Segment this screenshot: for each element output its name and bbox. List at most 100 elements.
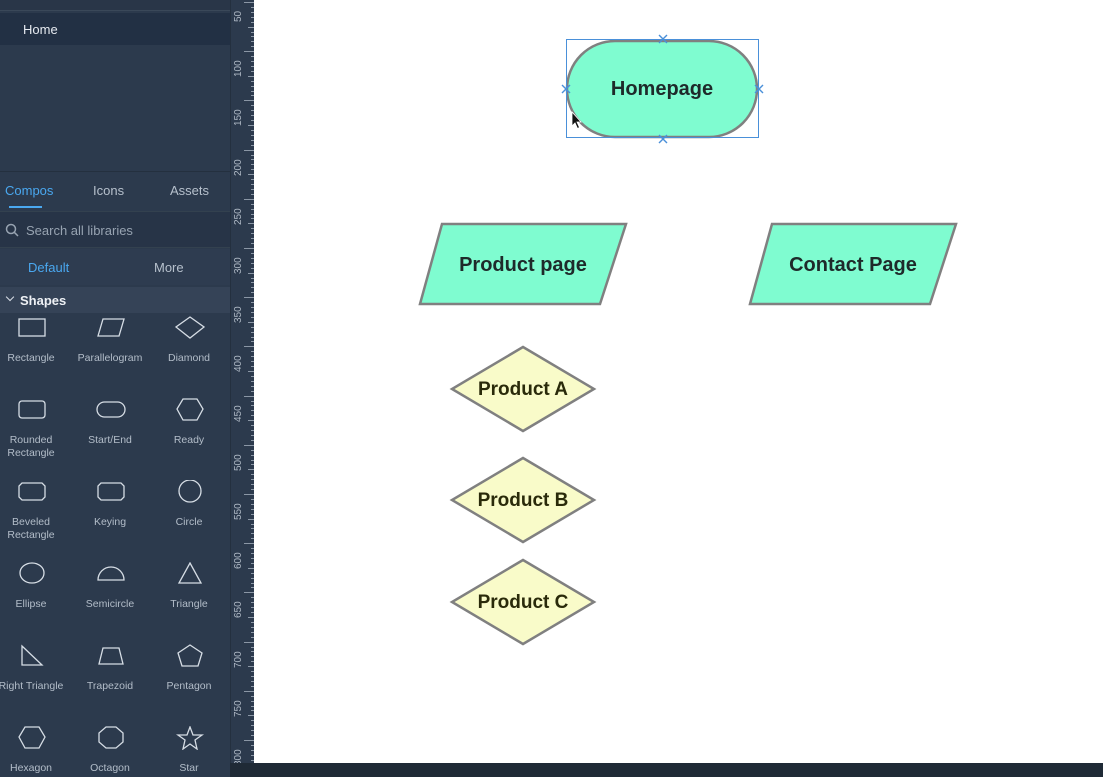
shape-semicircle[interactable]: Semicircle (72, 562, 148, 640)
tab-compos[interactable]: Compos (5, 183, 54, 198)
ruler-tick (251, 41, 254, 42)
product-c-node-label: Product C (477, 592, 569, 613)
ruler-tick (251, 504, 254, 505)
ruler-tick (248, 371, 254, 372)
library-search (0, 211, 230, 248)
ruler-label: 750 (233, 700, 244, 717)
page-item-home[interactable]: Home (0, 13, 230, 45)
shape-triangle[interactable]: Triangle (151, 562, 227, 640)
shape-octagon[interactable]: Octagon (72, 726, 148, 777)
shape-label: Trapezoid (86, 680, 134, 692)
ruler-tick (251, 735, 254, 736)
product-b-node-shape[interactable] (449, 456, 597, 544)
ruler-tick (251, 155, 254, 156)
tab-more[interactable]: More (154, 260, 184, 275)
ruler-tick (251, 440, 254, 441)
shape-label: Diamond (167, 352, 211, 364)
ruler-tick (251, 95, 254, 96)
ruler-tick (251, 455, 254, 456)
shape-parallelogram[interactable]: Parallelogram (72, 316, 148, 394)
shape-beveled-rectangle[interactable]: Beveled Rectangle (0, 480, 69, 558)
ruler-tick (244, 592, 254, 593)
ruler-label: 650 (233, 601, 244, 618)
ruler-tick (251, 164, 254, 165)
ruler-tick (251, 66, 254, 67)
ruler-tick (251, 701, 254, 702)
ruler-label: 800 (233, 749, 244, 763)
ruler-tick (251, 356, 254, 357)
ruler-tick (244, 51, 254, 52)
shape-label: Octagon (90, 762, 130, 774)
status-bar (230, 763, 1103, 777)
shape-pentagon[interactable]: Pentagon (151, 644, 227, 722)
shape-star[interactable]: Star (151, 726, 227, 777)
hexagon-icon (18, 726, 46, 749)
shape-start-end[interactable]: Start/End (72, 398, 148, 476)
active-tab-indicator (9, 206, 42, 208)
tab-assets[interactable]: Assets (170, 183, 210, 198)
search-input[interactable] (26, 220, 221, 240)
search-icon (5, 223, 19, 237)
diagram-canvas[interactable]: Homepage Product page Contact Page Produ… (254, 0, 1103, 763)
ruler-tick (251, 415, 254, 416)
shape-label: Ready (173, 434, 205, 446)
shape-trapezoid[interactable]: Trapezoid (72, 644, 148, 722)
shape-keying[interactable]: Keying (72, 480, 148, 558)
ruler-tick (251, 159, 254, 160)
ruler-tick (251, 115, 254, 116)
circle-icon (178, 480, 202, 503)
diagram-svg (418, 34, 958, 646)
ruler-label: 100 (233, 60, 244, 77)
ruler-tick (251, 302, 254, 303)
ruler-tick (251, 651, 254, 652)
rectangle-icon (18, 318, 46, 337)
ruler-tick (251, 253, 254, 254)
ruler-tick (251, 647, 254, 648)
ruler-tick (251, 720, 254, 721)
pentagon-icon (177, 644, 203, 667)
shape-right-triangle[interactable]: Right Triangle (0, 644, 69, 722)
ruler-label: 150 (233, 109, 244, 126)
ruler-tick (251, 450, 254, 451)
shape-label: Right Triangle (0, 680, 64, 692)
ruler-tick (251, 140, 254, 141)
tab-icons[interactable]: Icons (93, 183, 125, 198)
shape-circle[interactable]: Circle (151, 480, 227, 558)
shape-label: Hexagon (9, 762, 53, 774)
shape-hexagon[interactable]: Hexagon (0, 726, 69, 777)
shape-diamond[interactable]: Diamond (151, 316, 227, 394)
shape-label: Triangle (170, 598, 208, 610)
ruler-tick (251, 587, 254, 588)
ruler-tick (251, 12, 254, 13)
contact-page-node-shape[interactable] (748, 222, 958, 306)
ruler-tick (251, 627, 254, 628)
ruler-tick (251, 464, 254, 465)
start-end-icon (96, 401, 126, 418)
ruler-tick (248, 174, 254, 175)
selection-handles[interactable] (561, 34, 764, 144)
ruler-tick (251, 228, 254, 229)
chevron-down-icon (5, 292, 15, 302)
shape-rectangle[interactable]: Rectangle (0, 316, 69, 394)
shape-ready[interactable]: Ready (151, 398, 227, 476)
ruler-tick (251, 548, 254, 549)
ruler-tick (248, 125, 254, 126)
trapezoid-icon (98, 647, 124, 665)
ruler-tick (251, 745, 254, 746)
ruler-label: 450 (233, 405, 244, 422)
shape-rounded-rectangle[interactable]: Rounded Rectangle (0, 398, 69, 476)
shape-label: Parallelogram (77, 352, 143, 364)
ruler-tick (251, 17, 254, 18)
ruler-tick (251, 179, 254, 180)
product-page-node-shape[interactable] (418, 222, 628, 306)
ruler-tick (244, 445, 254, 446)
ruler-tick (251, 656, 254, 657)
ruler-tick (251, 243, 254, 244)
shapes-section-header[interactable]: Shapes (0, 287, 230, 313)
ruler-tick (251, 218, 254, 219)
tab-default[interactable]: Default (28, 260, 70, 275)
ruler-tick (248, 666, 254, 667)
product-a-node-shape[interactable] (449, 345, 597, 433)
shape-ellipse[interactable]: Ellipse (0, 562, 69, 640)
product-c-node-shape[interactable] (449, 558, 597, 646)
